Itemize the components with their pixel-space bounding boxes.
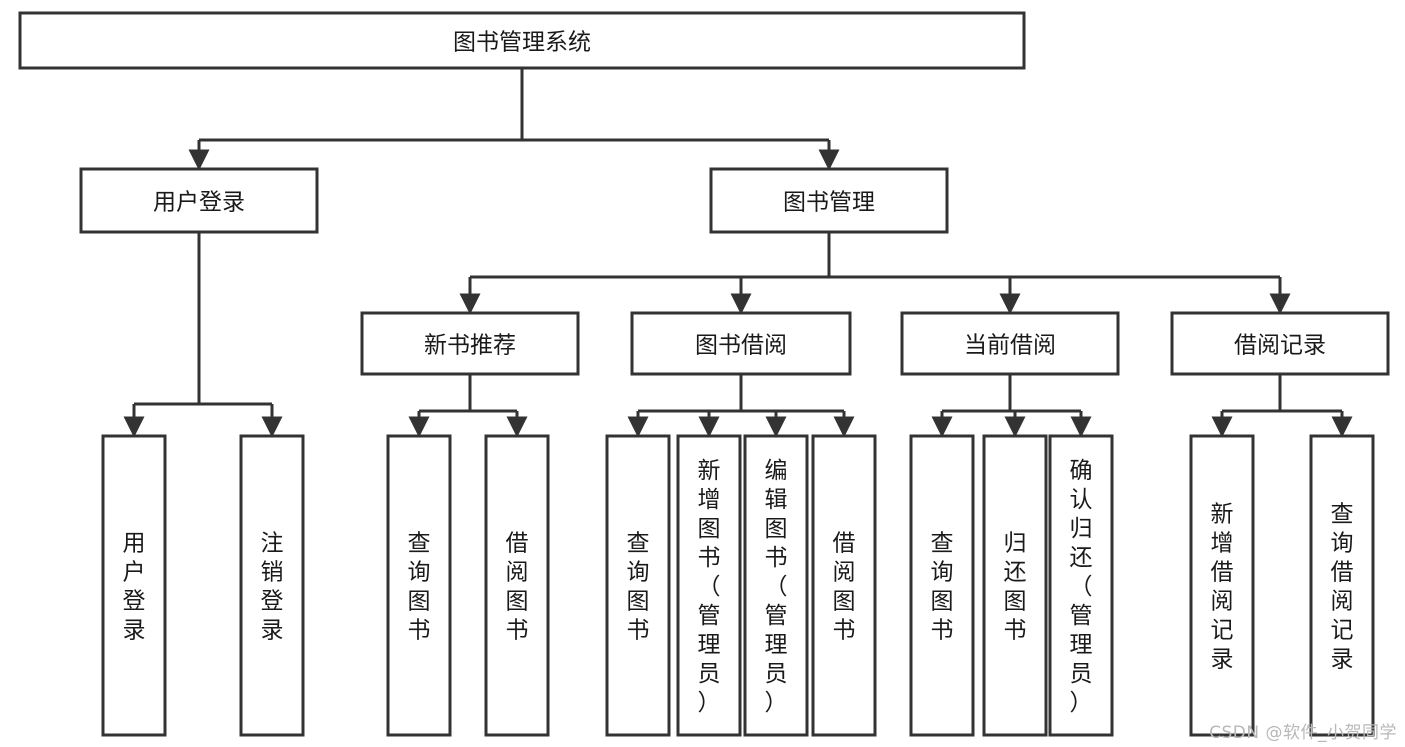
leaf-node-query-record[interactable]: 查询借阅记录 <box>1309 434 1375 737</box>
node-current-borrow[interactable]: 当前借阅 <box>900 311 1120 376</box>
leaf-node-borrow-book-2-box[interactable] <box>811 434 877 737</box>
node-user-login[interactable]: 用户登录 <box>79 167 319 234</box>
node-borrow-record[interactable]: 借阅记录 <box>1170 311 1390 376</box>
leaf-node-add-record[interactable]: 新增借阅记录 <box>1189 434 1255 737</box>
node-user-login-label: 用户登录 <box>153 190 245 216</box>
leaf-node-query-book-3-box[interactable] <box>909 434 975 737</box>
leaf-node-add-book-admin[interactable]: 新增图书（管理员） <box>676 434 742 737</box>
leaf-node-add-book-admin-label: 新增图书（管理员） <box>698 458 721 716</box>
leaf-node-edit-book-admin-label: 编辑图书（管理员） <box>765 458 788 716</box>
leaf-node-logout-login-box[interactable] <box>239 434 305 737</box>
leaf-node-query-record-box[interactable] <box>1309 434 1375 737</box>
leaf-node-query-record-label: 查询借阅记录 <box>1331 502 1354 673</box>
node-borrow-record-box[interactable] <box>1170 311 1390 376</box>
leaf-node-return-book-label: 归还图书 <box>1004 531 1027 644</box>
node-new-book-rec-box[interactable] <box>360 311 580 376</box>
watermark-text: CSDN @软件_小贺同学 <box>1209 723 1397 743</box>
node-book-borrow-box[interactable] <box>630 311 852 376</box>
leaf-node-return-book[interactable]: 归还图书 <box>982 434 1048 737</box>
leaf-node-query-book-3[interactable]: 查询图书 <box>909 434 975 737</box>
node-new-book-rec-label: 新书推荐 <box>424 333 516 359</box>
leaf-node-add-book-admin-box[interactable] <box>676 434 742 737</box>
leaf-node-query-book-1-label: 查询图书 <box>408 531 431 644</box>
leaf-node-logout-login[interactable]: 注销登录 <box>239 434 305 737</box>
leaf-node-borrow-book-1-label: 借阅图书 <box>506 531 529 644</box>
leaf-node-borrow-book-1[interactable]: 借阅图书 <box>484 434 550 737</box>
node-user-login-box[interactable] <box>79 167 319 234</box>
node-book-manage-label: 图书管理 <box>783 190 875 216</box>
leaf-node-confirm-return-box[interactable] <box>1048 434 1114 737</box>
leaf-node-borrow-book-1-box[interactable] <box>484 434 550 737</box>
leaf-node-edit-book-admin[interactable]: 编辑图书（管理员） <box>743 434 809 737</box>
node-book-borrow-label: 图书借阅 <box>695 333 787 359</box>
leaf-node-confirm-return[interactable]: 确认归还（管理员） <box>1048 434 1114 737</box>
leaf-node-query-book-2-label: 查询图书 <box>627 531 650 644</box>
root-node-system-label: 图书管理系统 <box>453 30 591 56</box>
node-current-borrow-label: 当前借阅 <box>964 333 1056 359</box>
leaf-node-return-book-box[interactable] <box>982 434 1048 737</box>
node-new-book-rec[interactable]: 新书推荐 <box>360 311 580 376</box>
nodes-layer: 图书管理系统用户登录图书管理新书推荐图书借阅当前借阅借阅记录用户登录注销登录查询… <box>18 11 1390 737</box>
node-book-manage[interactable]: 图书管理 <box>709 167 949 234</box>
node-current-borrow-box[interactable] <box>900 311 1120 376</box>
leaf-node-logout-login-label: 注销登录 <box>261 531 284 644</box>
root-node-system[interactable]: 图书管理系统 <box>18 11 1026 70</box>
leaf-node-borrow-book-2[interactable]: 借阅图书 <box>811 434 877 737</box>
node-book-borrow[interactable]: 图书借阅 <box>630 311 852 376</box>
leaf-node-add-record-label: 新增借阅记录 <box>1211 502 1234 673</box>
leaf-node-add-record-box[interactable] <box>1189 434 1255 737</box>
leaf-node-query-book-2[interactable]: 查询图书 <box>605 434 671 737</box>
leaf-node-query-book-2-box[interactable] <box>605 434 671 737</box>
leaf-node-user-login-label: 用户登录 <box>123 531 146 644</box>
leaf-node-user-login[interactable]: 用户登录 <box>101 434 167 737</box>
connector-lines <box>123 68 1353 438</box>
leaf-node-edit-book-admin-box[interactable] <box>743 434 809 737</box>
node-book-manage-box[interactable] <box>709 167 949 234</box>
root-node-system-box[interactable] <box>18 11 1026 70</box>
leaf-node-user-login-box[interactable] <box>101 434 167 737</box>
leaf-node-query-book-1[interactable]: 查询图书 <box>386 434 452 737</box>
leaf-node-borrow-book-2-label: 借阅图书 <box>833 531 856 644</box>
leaf-node-query-book-3-label: 查询图书 <box>931 531 954 644</box>
node-borrow-record-label: 借阅记录 <box>1234 333 1326 359</box>
leaf-node-query-book-1-box[interactable] <box>386 434 452 737</box>
leaf-node-confirm-return-label: 确认归还（管理员） <box>1070 458 1093 716</box>
